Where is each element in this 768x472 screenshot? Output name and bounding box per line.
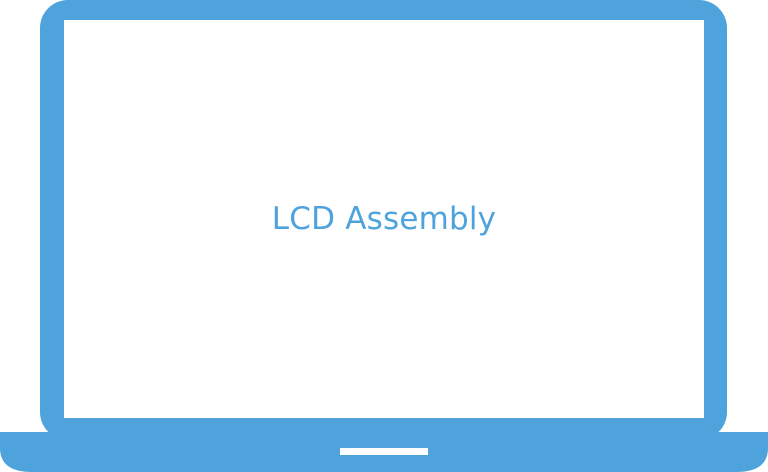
laptop-screen: LCD Assembly <box>64 20 704 418</box>
screen-label: LCD Assembly <box>271 200 497 237</box>
laptop-hinge-notch <box>340 448 428 455</box>
